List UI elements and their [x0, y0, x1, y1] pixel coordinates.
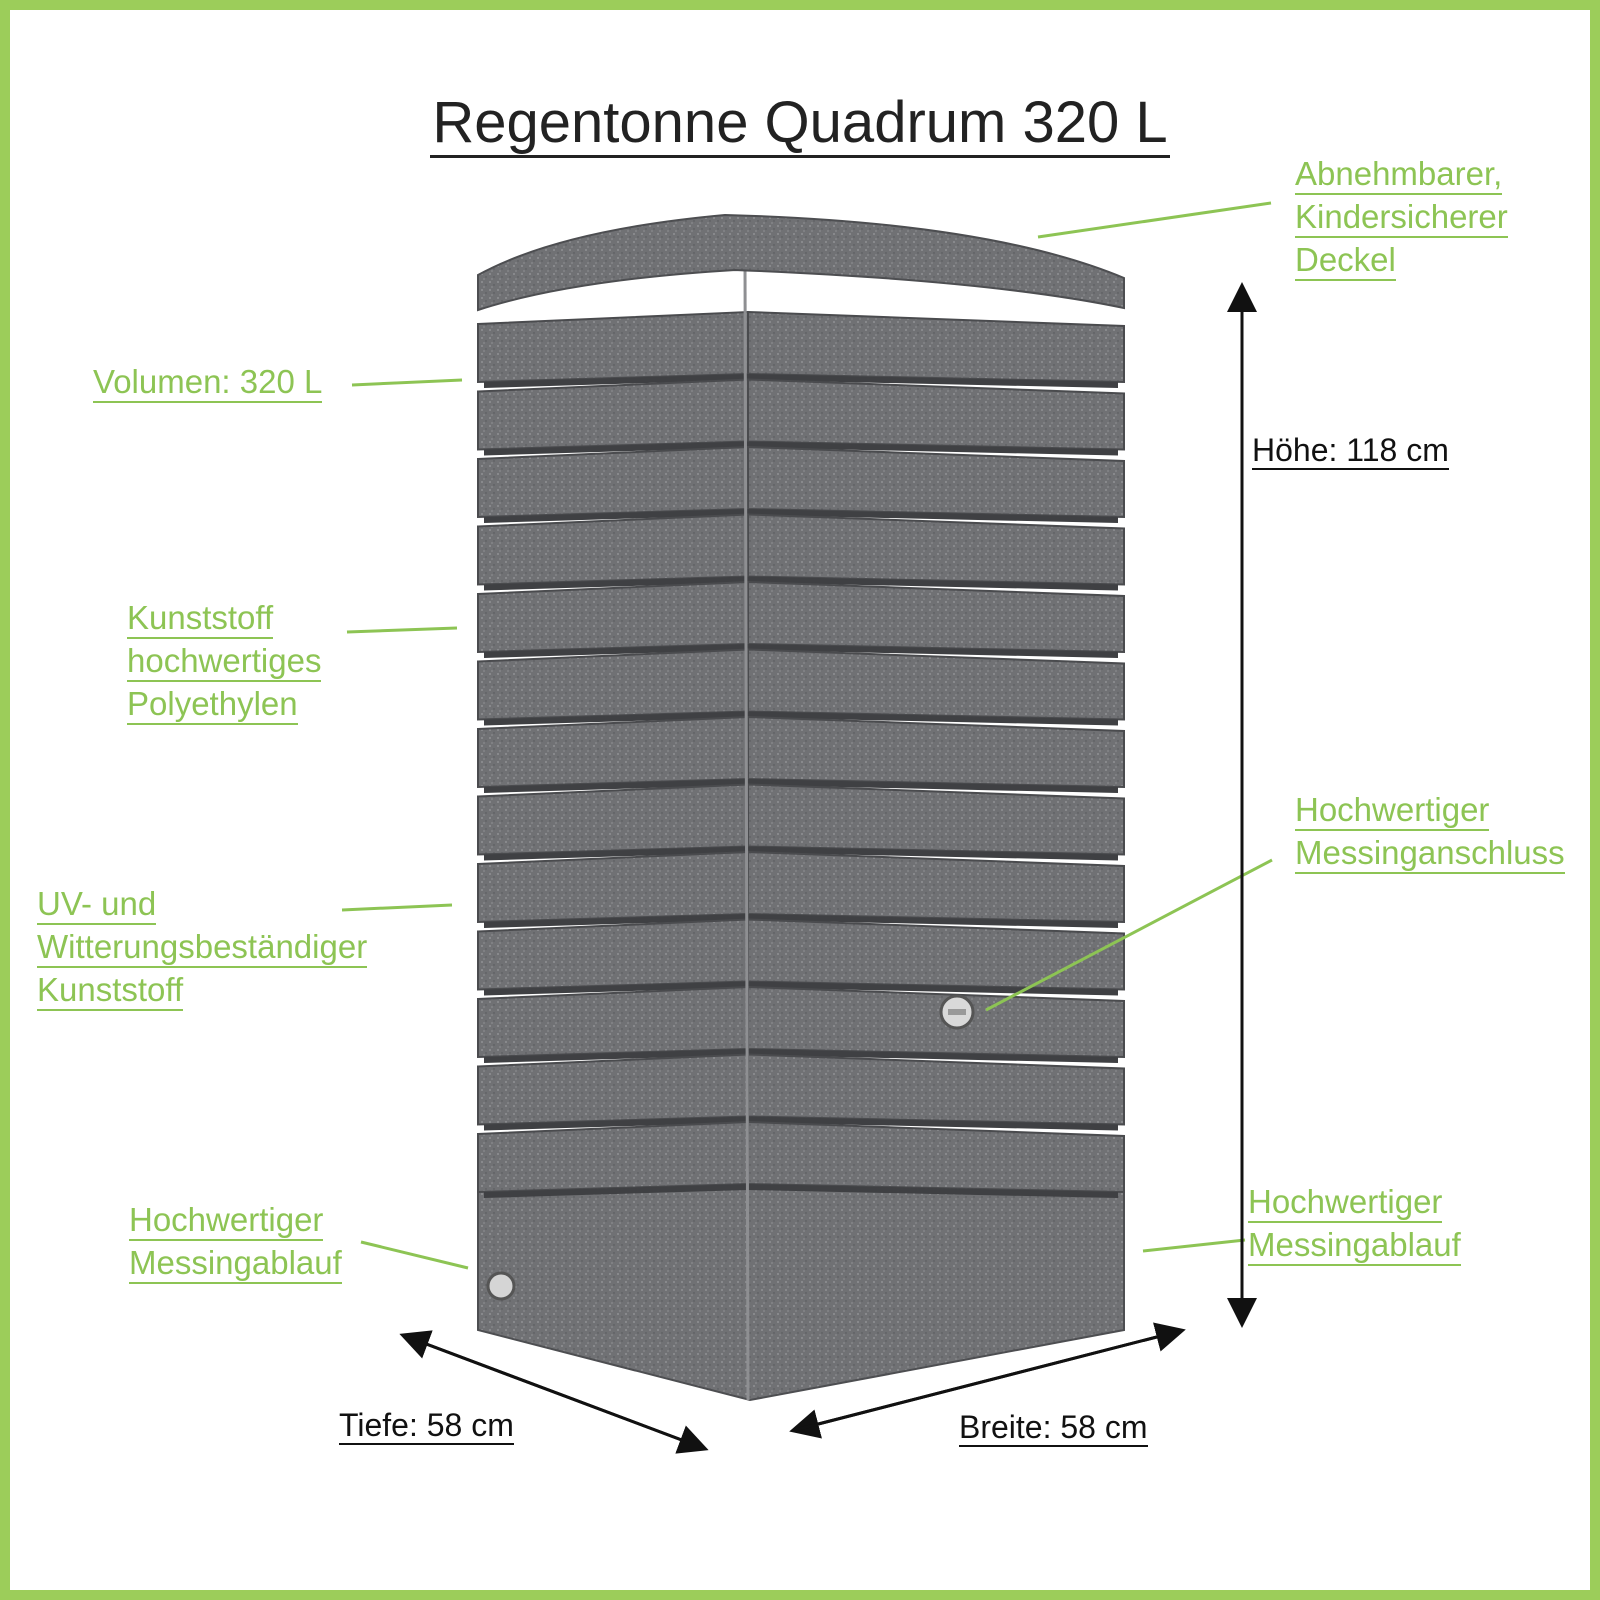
page-title: Regentonne Quadrum 320 L	[0, 88, 1600, 158]
drain-right-label: Hochwertiger Messingablauf	[1248, 1180, 1461, 1266]
dimension-arrows	[399, 282, 1257, 1454]
slat-left-face	[477, 310, 749, 384]
slat-left-face	[477, 648, 749, 721]
depth-arrow-b	[404, 1334, 709, 1454]
slat-right-face	[747, 513, 1125, 586]
slat-right-face	[747, 1053, 1125, 1126]
slat-left-face	[477, 715, 749, 789]
brass-drain-icon	[486, 1271, 516, 1301]
depth-label: Tiefe: 58 cm	[339, 1407, 514, 1445]
slat-left-face	[477, 850, 749, 924]
slat-groove	[484, 1184, 1118, 1198]
slat-left-face	[477, 1120, 749, 1194]
barrel-slats	[477, 310, 1125, 1198]
slat-left-face	[477, 783, 749, 856]
width-arrow-b	[794, 1322, 1186, 1432]
lid	[477, 213, 1125, 312]
slat-left-face	[477, 580, 749, 654]
volume-label: Volumen: 320 L	[93, 360, 323, 403]
connector-label: Hochwertiger Messinganschluss	[1295, 788, 1565, 874]
slat-left-face	[477, 1053, 749, 1126]
rain-barrel	[477, 213, 1125, 1402]
slat-right-face	[747, 310, 1125, 384]
uv-label: UV- und Witterungsbeständiger Kunststoff	[37, 882, 368, 1011]
slat-left-face	[477, 918, 749, 991]
height-label: Höhe: 118 cm	[1252, 432, 1449, 470]
slat-left-face	[477, 445, 749, 519]
slat-left-face	[477, 985, 749, 1059]
slat-right-face	[747, 378, 1125, 451]
drain-left-label: Hochwertiger Messingablauf	[129, 1198, 342, 1284]
slat-left-face	[477, 513, 749, 586]
slat-right-face	[747, 715, 1125, 789]
slat-right-face	[747, 850, 1125, 924]
slat-right-face	[747, 985, 1125, 1059]
material-label: Kunststoff hochwertiges Polyethylen	[127, 596, 322, 725]
slat-right-face	[747, 648, 1125, 721]
slat-right-face	[747, 1120, 1125, 1194]
leader-lines	[341, 201, 1273, 1270]
slat-right-face	[747, 918, 1125, 991]
slat-right-face	[747, 580, 1125, 654]
slat-left-face	[477, 378, 749, 451]
slat-right-face	[747, 445, 1125, 519]
width-label: Breite: 58 cm	[959, 1409, 1148, 1447]
slat-right-face	[747, 783, 1125, 856]
lid-label: Abnehmbarer, Kindersicherer Deckel	[1295, 152, 1508, 281]
